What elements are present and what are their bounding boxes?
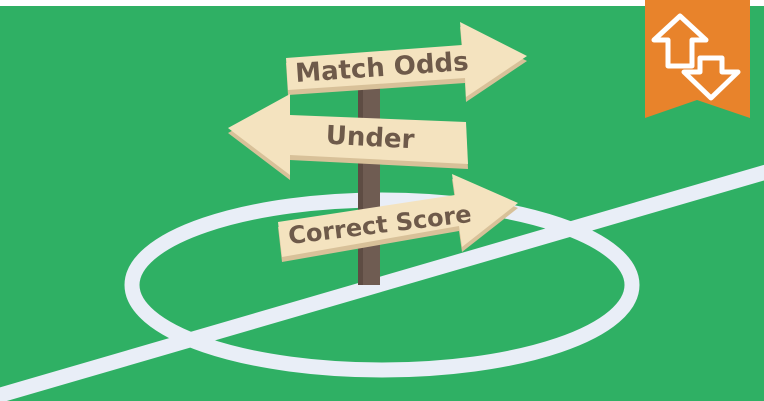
badge: [645, 0, 750, 118]
centre-circle: [124, 192, 640, 378]
signpost-pole-shade: [358, 70, 363, 285]
sign-correct-score: Correct Score: [278, 174, 518, 262]
up-down-arrows-icon: [651, 13, 741, 101]
sign-under: Under: [228, 94, 468, 180]
sign-label-under: Under: [325, 121, 415, 156]
top-border: [0, 0, 764, 6]
